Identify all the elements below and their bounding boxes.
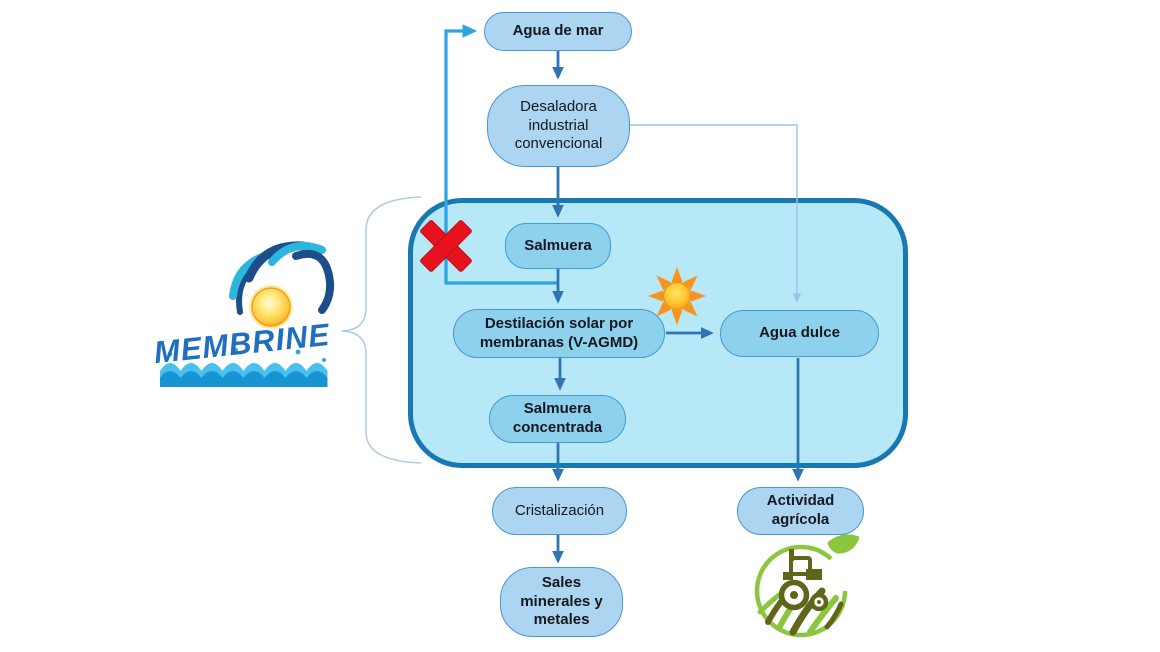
logo-wave-swoosh-icon — [229, 241, 335, 315]
node-cristalizacion: Cristalización — [492, 487, 627, 535]
node-salmuera: Salmuera — [505, 223, 611, 269]
node-sales-minerales: Sales minerales y metales — [500, 567, 623, 637]
leaf-icon — [824, 531, 863, 557]
node-destilacion: Destilación solar por membranas (V-AGMD) — [453, 309, 665, 358]
node-desaladora: Desaladora industrial convencional — [487, 85, 630, 167]
node-agua-dulce: Agua dulce — [720, 310, 879, 357]
tractor-agriculture-icon — [754, 531, 863, 638]
tractor-icon — [778, 549, 829, 612]
node-agua-de-mar: Agua de mar — [484, 12, 632, 51]
membrine-wordmark: MEMBRINE — [152, 316, 332, 371]
node-actividad-agricola: Actividad agrícola — [737, 487, 864, 535]
node-salmuera-concentrada: Salmuera concentrada — [489, 395, 626, 443]
